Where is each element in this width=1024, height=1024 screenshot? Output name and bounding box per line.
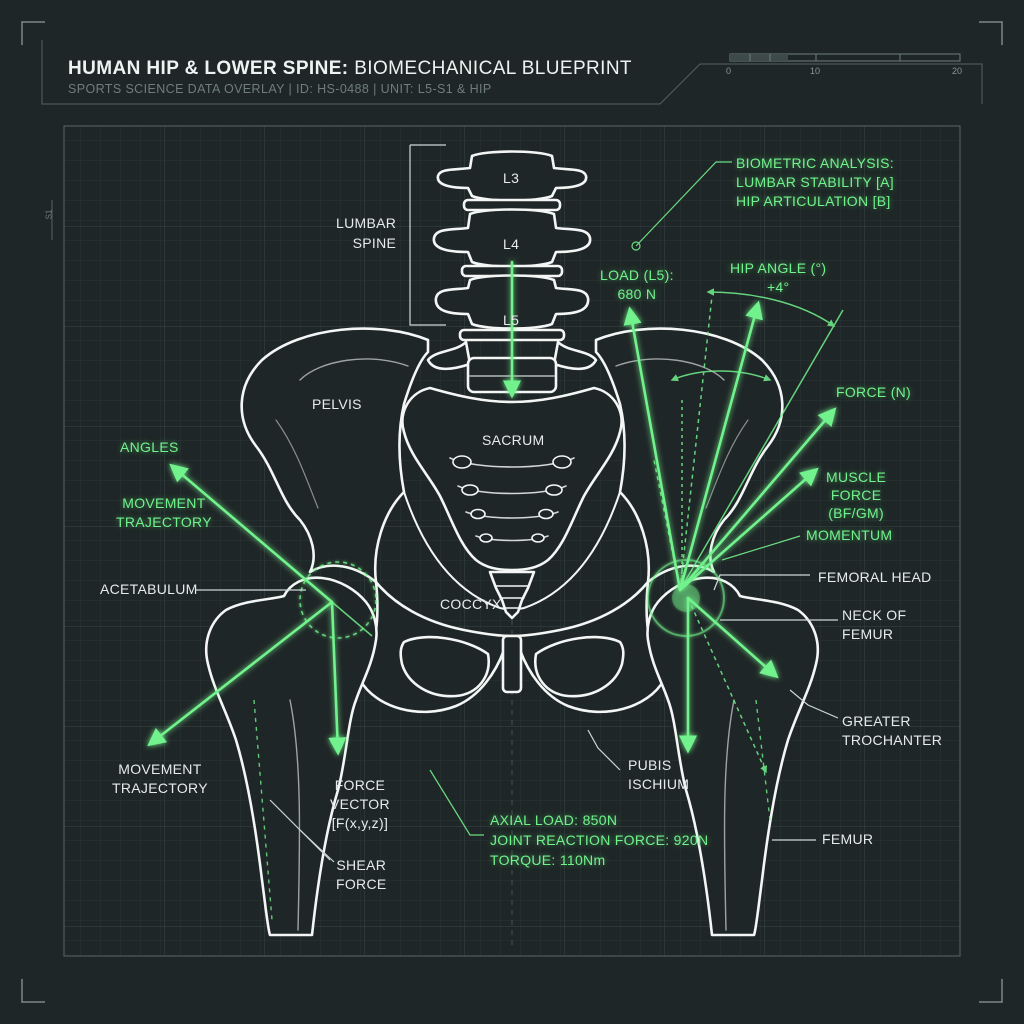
- muscle-force-label: MUSCLE FORCE (BF/GM): [826, 468, 886, 522]
- pelvis-label: PELVIS: [312, 396, 362, 412]
- sacrum: [401, 386, 623, 572]
- hip-angle-vector: [678, 300, 763, 592]
- movement-trajectory-bottom-label: MOVEMENT TRAJECTORY: [112, 760, 208, 798]
- hip-joint-highlights: [299, 559, 725, 639]
- force-vector-left: [328, 600, 347, 756]
- biometric-analysis-label: BIOMETRIC ANALYSIS: LUMBAR STABILITY [A]…: [736, 154, 894, 211]
- joint-reaction-force-value: JOINT REACTION FORCE: 920N: [490, 832, 709, 848]
- torque-value: TORQUE: 110Nm: [490, 852, 606, 868]
- title-bold: HUMAN HIP & LOWER SPINE:: [68, 58, 349, 79]
- muscle-force-line-2: FORCE: [830, 487, 882, 503]
- load-l5-line-1: LOAD (L5):: [600, 267, 674, 283]
- lumbar-vertebrae: [426, 150, 598, 394]
- vertebra-l5-label: L5: [503, 312, 520, 328]
- muscle-force-vector: [678, 467, 819, 592]
- biometric-line-1: BIOMETRIC ANALYSIS:: [736, 155, 894, 171]
- force-n-vector: [678, 407, 837, 592]
- angles-vector: [169, 463, 334, 604]
- hip-angle-label: HIP ANGLE (°) +4°: [730, 259, 826, 297]
- ischium-line: ISCHIUM: [628, 776, 690, 792]
- lumbar-spine-line-2: SPINE: [352, 235, 397, 251]
- side-scale-label: S1: [44, 209, 54, 220]
- movement-trajectory-bottom-line-2: TRAJECTORY: [112, 780, 208, 796]
- hip-angle-line-2: +4°: [766, 279, 790, 295]
- page-subtitle: SPORTS SCIENCE DATA OVERLAY | ID: HS-048…: [68, 82, 492, 96]
- right-ilium: [594, 327, 784, 584]
- force-n-label: FORCE (N): [836, 384, 912, 400]
- sacrum-label: SACRUM: [482, 432, 545, 448]
- acetabulum-label: ACETABULUM: [100, 581, 198, 597]
- momentum-label: MOMENTUM: [806, 527, 893, 543]
- neck-of-femur-label: NECK OF FEMUR: [842, 606, 906, 644]
- pubic-symphysis: [501, 634, 523, 694]
- vertebra-l3-label: L3: [503, 170, 520, 186]
- neck-of-femur-line-1: NECK OF: [842, 607, 907, 623]
- scale-bar: [729, 53, 961, 62]
- shear-force-line-2: FORCE: [336, 876, 387, 892]
- pubis-line: PUBIS: [628, 757, 672, 773]
- left-obturator: [399, 635, 490, 698]
- force-vector-line-1: FORCE: [334, 777, 386, 793]
- lumbar-spine-line-1: LUMBAR: [336, 215, 397, 231]
- force-vector-label: FORCE VECTOR [F(x,y,z)]: [330, 776, 390, 833]
- muscle-force-line-3: (BF/GM): [828, 505, 884, 521]
- scale-tick-0: 0: [726, 66, 732, 76]
- frame-corners: [21, 21, 1003, 1003]
- force-vector-line-2: VECTOR: [330, 796, 390, 812]
- load-l5-vector: [623, 306, 682, 592]
- lumbar-spine-label: LUMBAR SPINE: [336, 213, 396, 253]
- metrics-readout: AXIAL LOAD: 850N JOINT REACTION FORCE: 9…: [490, 810, 708, 870]
- angles-label: ANGLES: [120, 439, 179, 455]
- shear-force-line-1: SHEAR: [336, 857, 387, 873]
- femoral-head-label: FEMORAL HEAD: [818, 569, 932, 585]
- secondary-vectors: [331, 288, 844, 774]
- title-rest: BIOMECHANICAL BLUEPRINT: [348, 58, 632, 79]
- movement-trajectory-top-line-1: MOVEMENT: [122, 495, 206, 511]
- vertebra-l4-label: L4: [503, 236, 520, 252]
- femur-centerlines: [253, 699, 771, 921]
- greater-trochanter-line-2: TROCHANTER: [842, 732, 943, 748]
- scale-tick-10: 10: [810, 66, 821, 76]
- biometric-line-3: HIP ARTICULATION [B]: [736, 193, 891, 209]
- scale-tick-20: 20: [952, 66, 963, 76]
- pubis-ischium-label: PUBIS ISCHIUM: [628, 756, 689, 794]
- femur-label: FEMUR: [822, 831, 874, 847]
- force-vector-line-3: [F(x,y,z)]: [331, 815, 389, 831]
- coccyx-label: COCCYX: [440, 596, 502, 612]
- biometric-line-2: LUMBAR STABILITY [A]: [736, 174, 894, 190]
- movement-trajectory-top-line-2: TRAJECTORY: [116, 514, 212, 530]
- neck-vector: [686, 596, 779, 679]
- right-obturator: [534, 635, 625, 698]
- left-ilium: [240, 327, 430, 584]
- force-vectors: [147, 260, 837, 756]
- load-l5-label: LOAD (L5): 680 N: [600, 266, 674, 304]
- movement-trajectory-top-label: MOVEMENT TRAJECTORY: [116, 494, 212, 532]
- coccyx: [488, 570, 536, 620]
- axial-load-value: AXIAL LOAD: 850N: [490, 812, 618, 828]
- greater-trochanter-line-1: GREATER: [842, 713, 911, 729]
- movement-trajectory-vector: [147, 600, 334, 747]
- page-title: HUMAN HIP & LOWER SPINE: BIOMECHANICAL B…: [68, 58, 632, 80]
- movement-trajectory-bottom-line-1: MOVEMENT: [118, 761, 202, 777]
- hip-angle-line-1: HIP ANGLE (°): [730, 260, 827, 276]
- green-leaders: [429, 161, 801, 836]
- shear-force-label: SHEAR FORCE: [336, 856, 387, 894]
- header-frame-line: [41, 40, 983, 105]
- neck-of-femur-line-2: FEMUR: [842, 626, 894, 642]
- greater-trochanter-label: GREATER TROCHANTER: [842, 712, 942, 750]
- load-l5-line-2: 680 N: [617, 286, 657, 302]
- muscle-force-line-1: MUSCLE: [826, 469, 887, 485]
- label-leaders: [196, 144, 839, 863]
